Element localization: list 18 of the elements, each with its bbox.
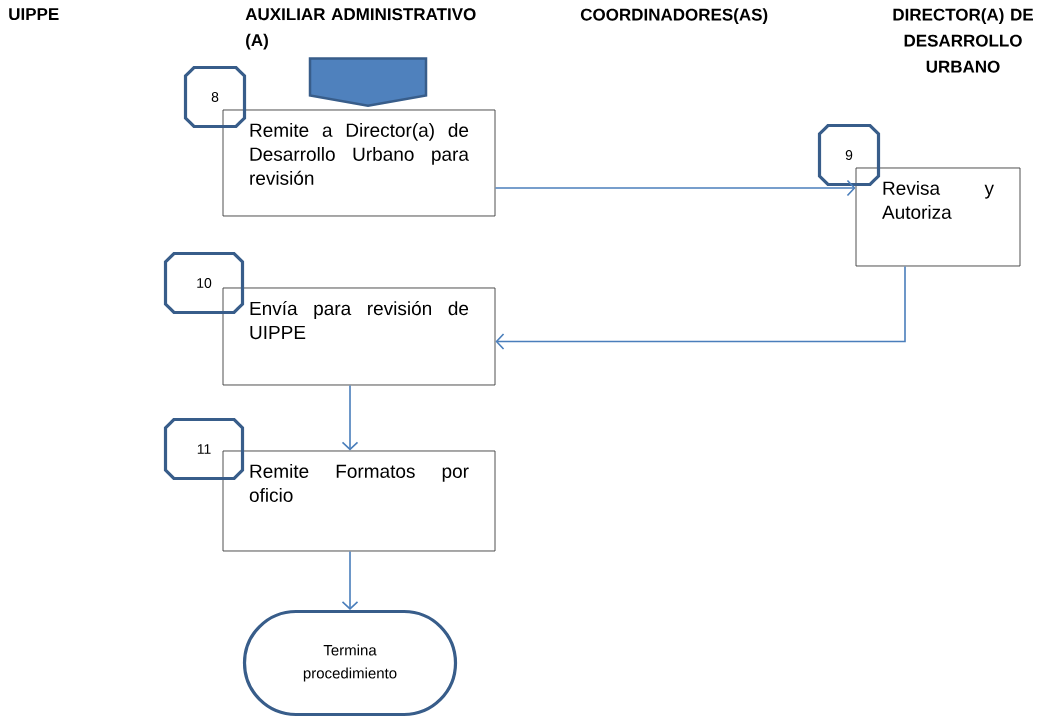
process-box: Remite Formatos por oficio xyxy=(222,450,496,552)
step-number-octagon: 8 xyxy=(183,65,247,129)
terminator: Termina procedimiento xyxy=(242,609,458,717)
step-number-octagon: 9 xyxy=(817,123,881,187)
arrow xyxy=(495,265,906,350)
arrow xyxy=(341,550,359,610)
column-heading: AUXILIAR ADMINISTRATIVO (A) xyxy=(245,8,476,50)
process-box: Revisa y Autoriza xyxy=(855,167,1021,267)
column-heading: DIRECTOR(A) DE DESARROLLO URBANO xyxy=(893,8,1033,73)
arrow xyxy=(494,179,856,197)
column-heading: UIPPE xyxy=(9,8,59,21)
process-box: Remite a Director(a) de Desarrollo Urbano para revisión xyxy=(222,109,496,217)
arrow xyxy=(341,384,359,451)
process-box: Envía para revisión de UIPPE xyxy=(222,287,496,386)
step-number-octagon: 11 xyxy=(163,417,245,481)
off-page-connector xyxy=(308,57,428,107)
column-heading: COORDINADORES(AS) xyxy=(580,8,768,25)
step-number-octagon: 10 xyxy=(163,251,245,315)
